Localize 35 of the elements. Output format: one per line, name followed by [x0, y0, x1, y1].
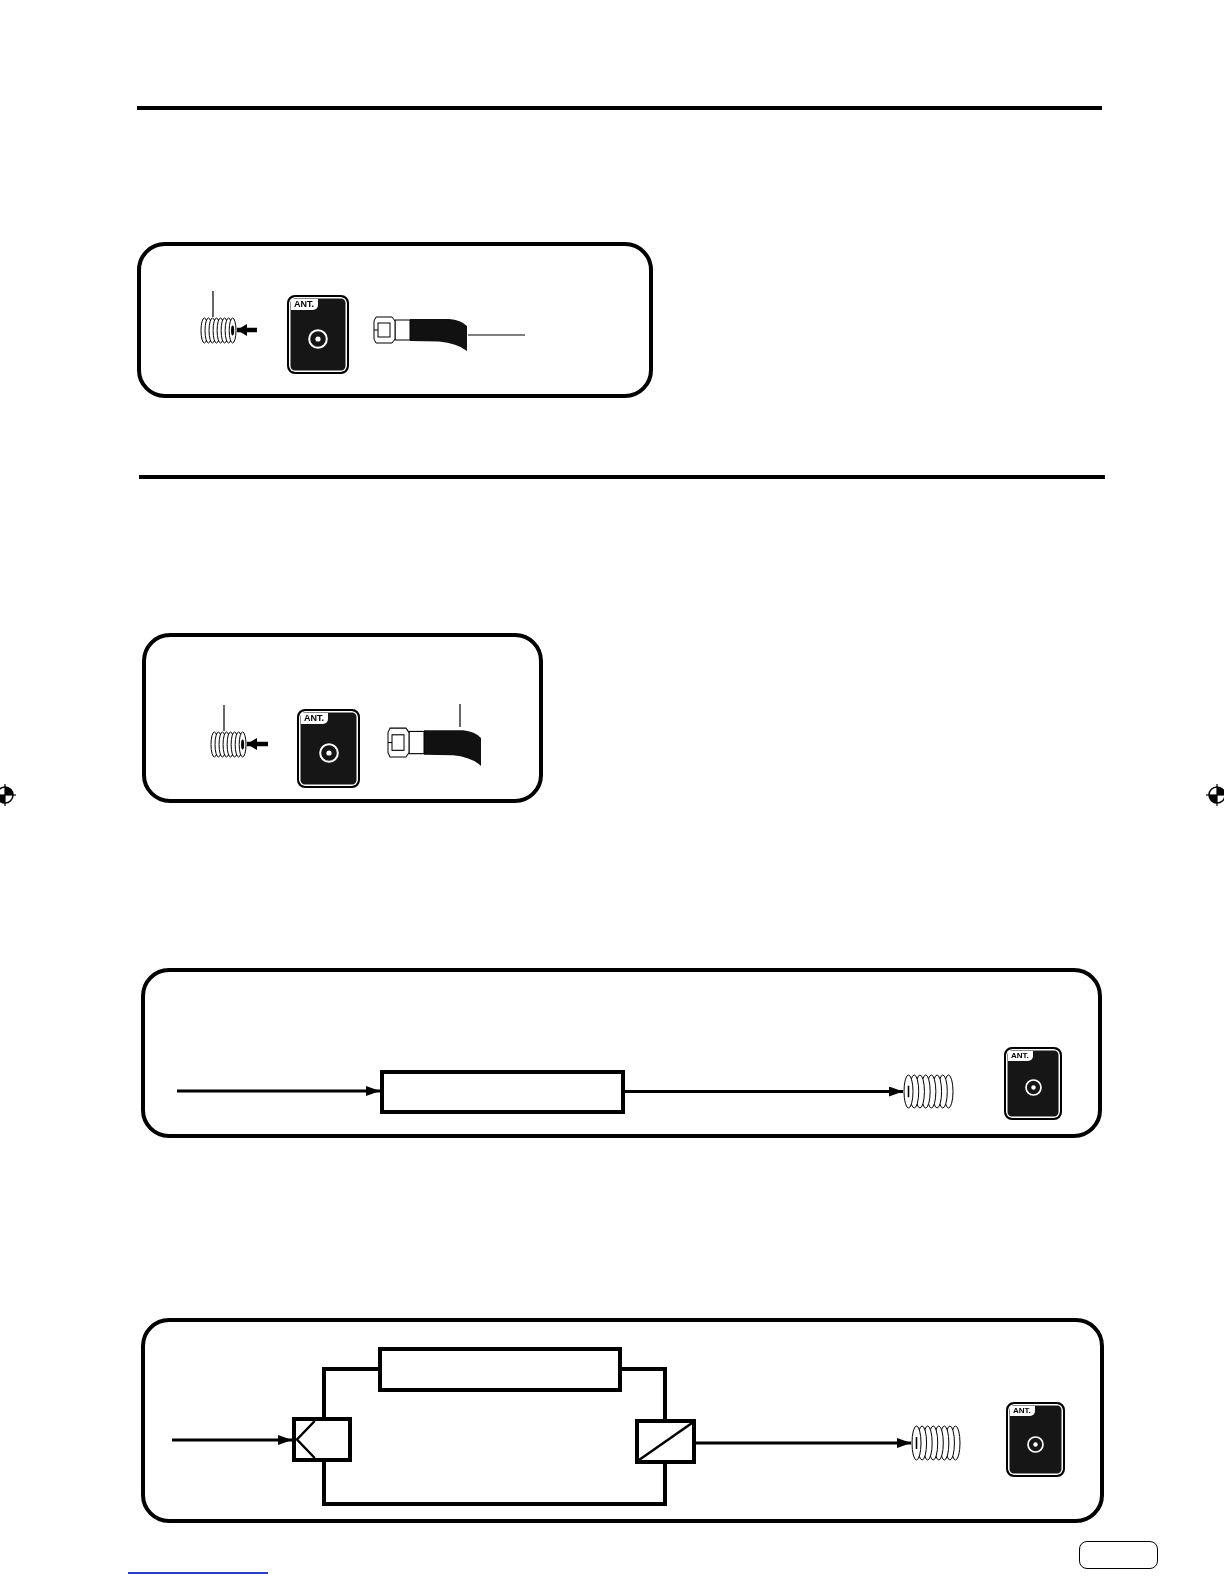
illustration-panel — [142, 633, 543, 803]
jack-label: ANT. — [291, 299, 318, 310]
coax-cable-drawing — [387, 727, 482, 767]
arrow — [237, 324, 257, 336]
antenna-jack-plate — [1004, 1047, 1062, 1120]
coax-plug-drawing — [200, 317, 237, 344]
splitter-symbol — [635, 1419, 696, 1464]
coax-plug-drawing — [903, 1074, 954, 1109]
connector-line — [622, 1367, 667, 1419]
coax-plug-drawing — [210, 731, 247, 758]
leader-line — [467, 334, 526, 336]
block-box — [380, 1070, 625, 1114]
connector-line — [322, 1367, 378, 1417]
coax-plug-drawing — [911, 1425, 961, 1461]
arrow — [177, 1086, 380, 1096]
block-box — [378, 1347, 622, 1392]
leader-line — [212, 290, 214, 318]
jack-label: ANT. — [1008, 1051, 1033, 1061]
arrow — [696, 1438, 911, 1448]
arrow — [247, 738, 268, 750]
arrow — [172, 1435, 292, 1445]
illustration-panel — [141, 1318, 1104, 1523]
jack-label: ANT. — [301, 713, 328, 724]
antenna-jack-plate — [287, 295, 349, 374]
leader-line — [459, 703, 461, 728]
jack-label: ANT. — [1010, 1406, 1035, 1416]
antenna-jack-plate — [297, 709, 360, 788]
coax-cable-drawing — [373, 316, 468, 352]
arrow — [625, 1086, 903, 1097]
splitter-symbol — [292, 1417, 352, 1462]
illustration-panel — [137, 242, 653, 398]
leader-line — [223, 704, 225, 732]
illustration-panel — [141, 968, 1102, 1138]
antenna-jack-plate — [1006, 1402, 1065, 1477]
connector-line — [322, 1462, 667, 1506]
